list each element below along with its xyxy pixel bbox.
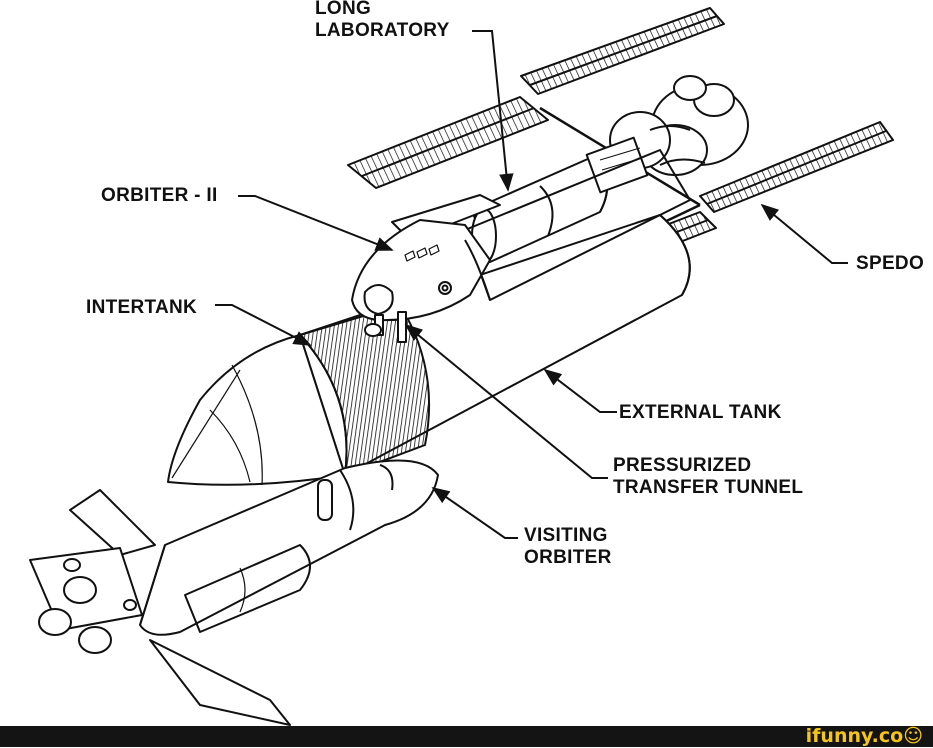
leader-orbiter-ii (238, 195, 394, 251)
leader-intertank (215, 304, 312, 346)
label-pressurized-transfer-tunnel: PRESSURIZED TRANSFER TUNNEL (613, 455, 803, 499)
station-diagram (29, 7, 894, 726)
smiley-face-icon: ☺ (903, 725, 923, 747)
label-intertank: INTERTANK (86, 297, 198, 318)
label-long-laboratory: LONG LABORATORY (315, 0, 450, 42)
label-line: PRESSURIZED (613, 455, 752, 476)
label-external-tank: EXTERNAL TANK (619, 402, 782, 423)
label-orbiter-ii: ORBITER - II (101, 185, 218, 206)
leader-long-laboratory (472, 30, 514, 192)
label-line: LABORATORY (315, 20, 450, 41)
leader-external-tank (543, 368, 617, 413)
label-spedo: SPEDO (856, 253, 925, 274)
watermark-text: ifunny.co (805, 725, 904, 747)
label-visiting-orbiter: VISITING ORBITER (524, 525, 612, 569)
watermark-bar: ifunny.co☺ (0, 724, 933, 748)
label-line: ORBITER (524, 547, 612, 568)
leader-transfer-tunnel (404, 323, 608, 479)
label-line: VISITING (524, 525, 608, 546)
label-line: TRANSFER TUNNEL (613, 477, 804, 498)
transfer-tunnel (364, 311, 407, 343)
watermark: ifunny.co☺ (806, 724, 923, 748)
visiting-orbiter (29, 459, 439, 726)
solar-array-lower-right (699, 121, 894, 213)
leader-visiting-orbiter (431, 486, 518, 539)
solar-array-upper-right (520, 7, 725, 95)
label-line: LONG (315, 0, 372, 19)
leader-spedo (760, 203, 848, 264)
solar-array-upper-left (347, 96, 549, 189)
